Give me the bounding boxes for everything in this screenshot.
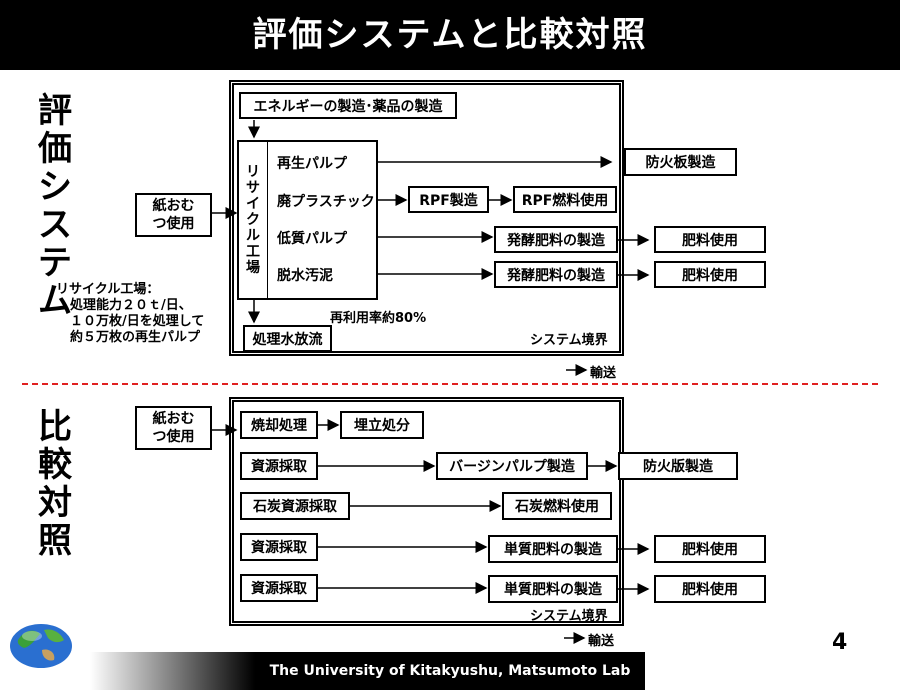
treated-water-discharge-box: 処理水放流 <box>243 325 332 352</box>
recycle-plant-char-0: リ <box>246 164 260 180</box>
recycle-plant-char-6: 場 <box>246 260 260 276</box>
row-low-quality-pulp: 低質パルプ <box>277 231 347 247</box>
rpf-fuel-use-box: RPF燃料使用 <box>513 186 617 213</box>
compare-transport-legend: 輸送 <box>588 634 615 649</box>
coal-fuel-use-box: 石炭燃料使用 <box>502 492 612 520</box>
compare-diaper-use-box: 紙おむ つ使用 <box>135 406 212 450</box>
eval-side-char-4: テ <box>38 243 72 283</box>
footer-gradient <box>90 652 255 690</box>
coal-resource-box: 石炭資源採取 <box>240 492 350 520</box>
plant-note-line-4: 約５万枚の再生パルプ <box>70 330 201 345</box>
plant-note-line-1: リサイクル工場： <box>56 282 160 297</box>
compare-system-boundary-label: システム境界 <box>530 609 608 624</box>
recycle-plant-char-4: ル <box>246 228 260 244</box>
eval-diaper-use-box: 紙おむ つ使用 <box>135 193 212 237</box>
single-fertilizer-box-2: 単質肥料の製造 <box>488 575 618 603</box>
compare-side-char-3: 照 <box>38 521 72 561</box>
eval-transport-legend: 輸送 <box>590 366 617 381</box>
eval-fertilizer-use-box-2: 肥料使用 <box>654 261 766 288</box>
recycle-plant-char-2: イ <box>246 196 260 212</box>
globe-icon <box>6 616 76 672</box>
eval-fertilizer-use-box-1: 肥料使用 <box>654 226 766 253</box>
plant-note-line-2: 処理能力２０ｔ/日、 <box>70 298 192 313</box>
compost-manufacture-box-1: 発酵肥料の製造 <box>494 226 618 253</box>
recycle-plant-outputs-box <box>268 140 378 300</box>
resource-extraction-box-2: 資源採取 <box>240 533 318 561</box>
compare-fertilizer-use-box-2: 肥料使用 <box>654 575 766 603</box>
compare-system-boundary-frame <box>229 397 624 626</box>
plant-capacity-note: リサイクル工場： 処理能力２０ｔ/日、 １０万枚/日を処理して 約５万枚の再生パ… <box>56 282 204 346</box>
plant-note-line-3: １０万枚/日を処理して <box>70 314 205 329</box>
row-dewatered-sludge: 脱水汚泥 <box>277 268 333 284</box>
eval-fireproof-board-box: 防火板製造 <box>624 148 737 176</box>
eval-side-char-0: 評 <box>38 91 72 131</box>
eval-system-boundary-label: システム境界 <box>530 333 608 348</box>
recycle-plant-box: リサイクル工場 <box>237 140 269 300</box>
compare-side-label: 比較対照 <box>35 408 75 560</box>
footer-lab-name: The University of Kitakyushu, Matsumoto … <box>255 652 645 690</box>
row-waste-plastic: 廃プラスチック <box>277 194 375 210</box>
page-number: 4 <box>832 630 848 655</box>
energy-chemical-box: エネルギーの製造･薬品の製造 <box>239 92 457 119</box>
eval-side-char-3: ス <box>38 205 72 245</box>
eval-side-char-5: ム <box>38 281 72 321</box>
recycle-plant-char-5: 工 <box>246 244 260 260</box>
compare-fireproof-board-box: 防火版製造 <box>618 452 738 480</box>
compare-fertilizer-use-box-1: 肥料使用 <box>654 535 766 563</box>
row-recycled-pulp: 再生パルプ <box>277 156 347 172</box>
resource-extraction-box-1: 資源採取 <box>240 452 318 480</box>
compost-manufacture-box-2: 発酵肥料の製造 <box>494 261 618 288</box>
resource-extraction-box-3: 資源採取 <box>240 574 318 602</box>
virgin-pulp-box: バージンパルプ製造 <box>436 452 588 480</box>
recycle-plant-char-1: サ <box>246 180 260 196</box>
single-fertilizer-box-1: 単質肥料の製造 <box>488 535 618 563</box>
incineration-box: 焼却処理 <box>240 411 318 439</box>
recycle-plant-char-3: ク <box>246 212 260 228</box>
reuse-rate-label: 再利用率約80% <box>330 311 427 326</box>
eval-side-char-1: 価 <box>38 129 72 169</box>
eval-side-char-2: シ <box>38 167 72 207</box>
compare-side-char-2: 対 <box>38 483 72 523</box>
compare-side-char-0: 比 <box>38 407 72 447</box>
compare-side-char-1: 較 <box>38 445 72 485</box>
landfill-box: 埋立処分 <box>340 411 424 439</box>
rpf-manufacture-box: RPF製造 <box>408 186 489 213</box>
eval-side-label: 評価システム <box>35 92 75 320</box>
page-title: 評価システムと比較対照 <box>0 0 900 70</box>
